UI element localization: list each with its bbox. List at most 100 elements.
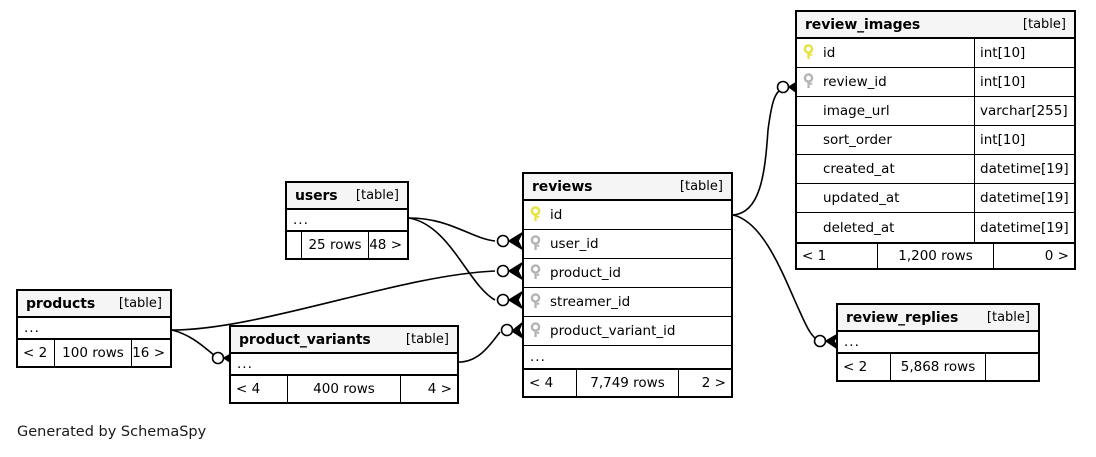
edge-product-variants-reviews [458,331,501,363]
table-row[interactable]: review_id int[10] [797,68,1074,97]
table-header-products: products [table] [18,291,170,318]
column-name: user_id [550,236,599,252]
column-name-cell: created_at [797,155,974,183]
footer-row-count: 400 rows [287,376,401,402]
footer-parent-count[interactable]: < 1 [802,248,827,264]
ellipsis-label: ... [24,320,40,336]
table-row[interactable]: sort_order int[10] [797,126,1074,155]
column-type: int[10] [974,39,1074,67]
column-type: int[10] [974,126,1074,154]
footer-parent-count[interactable]: < 2 [843,359,868,375]
table-header-reviews: reviews [table] [524,174,731,201]
column-name: product_id [550,265,621,281]
table-row[interactable]: user_id [524,230,731,259]
table-row[interactable]: product_id [524,259,731,288]
table-row[interactable]: created_at datetime[19] [797,155,1074,184]
generated-by-caption: Generated by SchemaSpy [17,424,207,440]
footer-parent-count[interactable]: < 4 [529,375,554,391]
table-row-ellipsis: ... [524,346,731,370]
table-row[interactable]: image_url varchar[255] [797,97,1074,126]
column-name: sort_order [823,132,892,148]
column-type: varchar[255] [974,97,1074,125]
table-footer: < 2 100 rows 16 > [18,340,170,366]
column-type: datetime[19] [974,184,1074,212]
crowfoot-reviews-user-id [496,232,523,250]
table-title: products [26,295,96,312]
footer-child-count[interactable]: 0 > [1044,248,1069,264]
table-tag: [table] [1022,17,1066,32]
footer-row-count: 5,868 rows [890,354,986,380]
footer-row-count: 25 rows [301,232,369,258]
table-header-product-variants: product_variants [table] [231,327,457,354]
table-footer: < 4 400 rows 4 > [231,376,457,402]
foreign-key-icon [530,264,546,282]
footer-row-count: 1,200 rows [877,244,994,268]
footer-row-count: 7,749 rows [576,370,679,396]
table-footer: < 1 1,200 rows 0 > [797,242,1074,268]
table-row-ellipsis: ... [838,332,1038,354]
ellipsis-label: ... [844,334,860,350]
table-review-replies[interactable]: review_replies [table] ... < 2 5,868 row… [836,303,1040,382]
no-key-icon [803,189,819,207]
table-review-images[interactable]: review_images [table] id int[10] review_… [795,10,1076,270]
table-row[interactable]: deleted_at datetime[19] [797,213,1074,242]
primary-key-icon [530,206,546,224]
footer-child-count[interactable] [986,354,1038,380]
table-tag: [table] [405,332,449,347]
edge-products-product-variants [171,329,216,357]
table-product-variants[interactable]: product_variants [table] ... < 4 400 row… [229,325,459,404]
table-header-review-replies: review_replies [table] [838,305,1038,332]
table-title: review_replies [846,309,959,326]
table-row[interactable]: id [524,201,731,230]
column-name: product_variant_id [550,323,676,339]
table-row[interactable]: updated_at datetime[19] [797,184,1074,213]
column-name-cell: streamer_id [524,288,731,316]
column-name: deleted_at [823,219,895,236]
table-row[interactable]: id int[10] [797,39,1074,68]
foreign-key-icon [530,322,546,340]
table-tag: [table] [355,188,399,203]
table-tag: [table] [679,179,723,194]
edge-users-reviews-user-id [408,217,496,242]
column-name-cell: product_variant_id [524,317,731,345]
foreign-key-icon [530,293,546,311]
table-footer: 25 rows 48 > [287,232,407,258]
table-title: review_images [805,16,921,33]
footer-child-count[interactable]: 16 > [132,345,165,361]
column-name-cell: image_url [797,97,974,125]
no-key-icon [803,160,819,178]
table-products[interactable]: products [table] ... < 2 100 rows 16 > [16,289,172,368]
column-name-cell: review_id [797,68,974,96]
table-row[interactable]: product_variant_id [524,317,731,346]
footer-parent-count[interactable]: < 4 [236,381,261,397]
footer-child-count[interactable]: 48 > [369,237,402,253]
table-title: reviews [532,178,593,195]
column-name-cell: id [524,201,731,229]
ellipsis-label: ... [293,212,309,228]
footer-parent-count[interactable]: < 2 [23,345,48,361]
column-name-cell: id [797,39,974,67]
column-name: id [823,45,836,61]
table-users[interactable]: users [table] ... 25 rows 48 > [285,181,409,260]
crowfoot-reviews-product-id [496,262,523,280]
column-name: review_id [823,74,887,90]
foreign-key-icon [803,73,819,91]
no-key-icon [803,219,819,237]
footer-child-count[interactable]: 2 > [701,375,726,391]
primary-key-icon [803,44,819,62]
ellipsis-label: ... [237,356,253,372]
table-title: users [295,187,338,204]
footer-row-count: 100 rows [54,340,132,366]
ellipsis-label: ... [530,349,546,365]
footer-child-count[interactable]: 4 > [427,381,452,397]
table-row[interactable]: streamer_id [524,288,731,317]
table-reviews[interactable]: reviews [table] id user_id [522,172,733,398]
table-header-users: users [table] [287,183,407,210]
column-type: datetime[19] [974,213,1074,242]
footer-parent-count[interactable] [287,232,301,258]
column-name-cell: sort_order [797,126,974,154]
crowfoot-reviews-product-variant-id [500,322,524,339]
table-row-ellipsis: ... [287,210,407,232]
crowfoot-reviews-streamer-id [496,291,523,309]
